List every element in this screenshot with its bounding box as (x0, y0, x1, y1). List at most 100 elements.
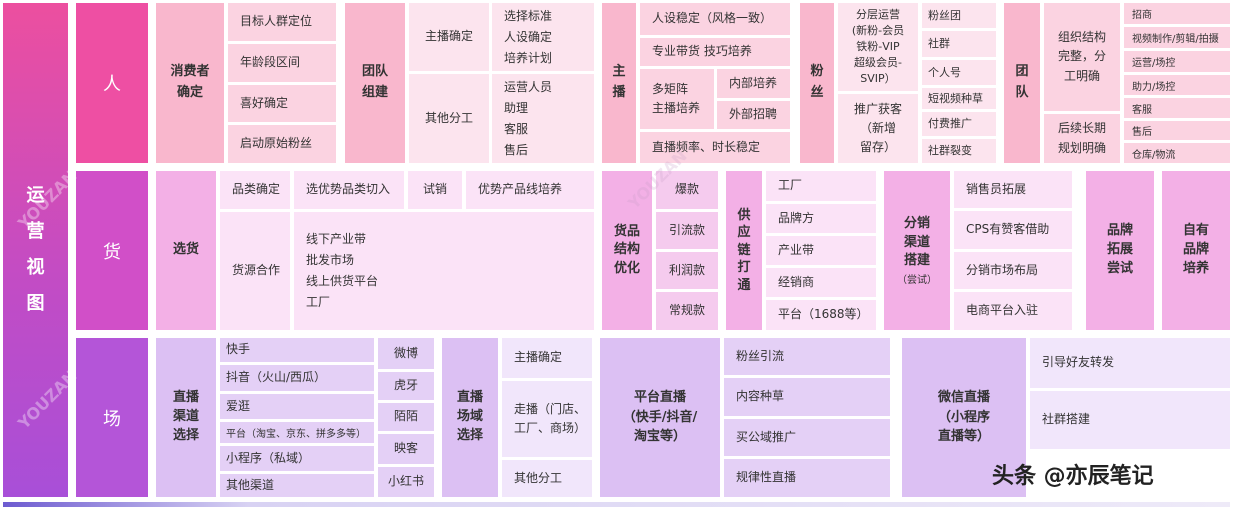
advantage-entry: 选优势品类切入 (294, 171, 404, 209)
supply-item: 品牌方 (766, 204, 876, 233)
fans-channel: 付费推广 (922, 112, 996, 136)
ops-staff: 运营人员 助理 客服 售后 (492, 74, 594, 163)
source-list: 线下产业带 批发市场 线上供货平台 工厂 (294, 212, 594, 330)
channel-item: 爱逛 (220, 394, 374, 419)
team-org: 组织结构 完整，分 工明确 (1044, 3, 1120, 111)
category-confirm: 品类确定 (220, 171, 290, 209)
row-label-field: 场 (76, 338, 148, 497)
fans-tiered: 分层运营 (新粉-会员 铁粉-VIP 超级会员- SVIP） (838, 3, 918, 91)
source-item: 批发市场 (306, 253, 355, 267)
other-division: 其他分工 (409, 74, 489, 163)
host-frequency: 直播频率、时长稳定 (640, 132, 790, 163)
standard-item: 人设确定 (504, 29, 553, 44)
host-matrix: 多矩阵 主播培养 (640, 69, 714, 129)
platform-live-item: 粉丝引流 (724, 338, 890, 375)
team-plan: 后续长期 规划明确 (1044, 114, 1120, 163)
distribution-item: 电商平台入驻 (954, 292, 1072, 330)
source-item: 工厂 (306, 295, 331, 309)
team-role: 运营/场控 (1124, 51, 1230, 72)
distribution-item: 分销市场布局 (954, 252, 1072, 289)
host-header: 主 播 (602, 3, 636, 163)
consumer-item: 启动原始粉丝 (228, 125, 336, 163)
structure-item: 引流款 (656, 212, 718, 249)
channel-item: 快手 (220, 338, 374, 362)
ops-item: 客服 (504, 121, 529, 136)
supply-item: 工厂 (766, 171, 876, 201)
channel-side-item: 陌陌 (378, 403, 434, 431)
fans-promo: 推广获客 （新增 留存） (838, 94, 918, 163)
wechat-live-header: 微信直播 （小程序 直播等） (902, 338, 1026, 497)
host-persona: 人设稳定（风格一致） (640, 3, 790, 35)
host-internal: 内部培养 (717, 69, 790, 98)
platform-live-item: 内容种草 (724, 378, 890, 416)
distribution-title: 分销 渠道 搭建 (903, 215, 930, 269)
structure-header: 货品 结构 优化 (602, 171, 652, 330)
product-line: 优势产品线培养 (466, 171, 594, 209)
supply-header: 供 应 链 打 通 (726, 171, 762, 330)
ops-item: 运营人员 (504, 79, 553, 94)
host-confirm: 主播确定 (409, 3, 489, 71)
consumer-header: 消费者 确定 (156, 3, 224, 163)
channel-item: 抖音（火山/西瓜） (220, 365, 374, 391)
ops-item: 售后 (504, 142, 529, 157)
venue-item: 主播确定 (502, 338, 592, 378)
team-role: 售后 (1124, 121, 1230, 140)
structure-item: 利润款 (656, 252, 718, 289)
team-role: 视频制作/剪辑/拍摄 (1124, 27, 1230, 48)
distribution-note: （尝试） (897, 275, 937, 287)
wechat-live-item: 引导好友转发 (1030, 338, 1230, 388)
venue-item: 走播（门店、 工厂、商场） (502, 381, 592, 457)
platform-live-item: 买公域推广 (724, 419, 890, 456)
footer-credit: 头条 @亦辰笔记 (992, 464, 1154, 489)
venue-select-header: 直播 场域 选择 (442, 338, 498, 497)
channel-select-header: 直播 渠道 选择 (156, 338, 216, 497)
host-external: 外部招聘 (717, 101, 790, 129)
supply-item: 经销商 (766, 268, 876, 297)
channel-item: 小程序（私域） (220, 446, 374, 471)
structure-item: 常规款 (656, 292, 718, 330)
source-item: 线下产业带 (306, 232, 367, 246)
team-build-header: 团队 组建 (345, 3, 405, 163)
consumer-item: 目标人群定位 (228, 3, 336, 41)
channel-item: 平台（淘宝、京东、拼多多等） (220, 422, 374, 443)
channel-side-item: 微博 (378, 338, 434, 369)
selection-standards: 选择标准 人设确定 培养计划 (492, 3, 594, 71)
fans-channel: 社群裂变 (922, 139, 996, 163)
source-cooperation: 货源合作 (220, 212, 290, 330)
consumer-item: 喜好确定 (228, 85, 336, 122)
distribution-header: 分销 渠道 搭建 （尝试） (884, 171, 950, 330)
team-header: 团 队 (1004, 3, 1040, 163)
standard-item: 培养计划 (504, 50, 553, 65)
wechat-live-item: 社群搭建 (1030, 391, 1230, 449)
distribution-item: 销售员拓展 (954, 171, 1072, 208)
team-role: 客服 (1124, 98, 1230, 118)
standard-item: 选择标准 (504, 8, 553, 23)
trial-sale: 试销 (408, 171, 462, 209)
select-goods-header: 选货 (156, 171, 216, 330)
venue-item: 其他分工 (502, 460, 592, 497)
distribution-item: CPS有赞客借助 (954, 211, 1072, 249)
team-role: 招商 (1124, 3, 1230, 24)
fans-header: 粉 丝 (800, 3, 834, 163)
row-label-goods: 货 (76, 171, 148, 330)
supply-item: 产业带 (766, 236, 876, 265)
structure-item: 爆款 (656, 171, 718, 209)
team-role: 助力/场控 (1124, 75, 1230, 95)
channel-item: 其他渠道 (220, 474, 374, 497)
channel-side-item: 虎牙 (378, 372, 434, 400)
row-label-people: 人 (76, 3, 148, 163)
fans-channel: 个人号 (922, 60, 996, 85)
fans-channel: 粉丝团 (922, 3, 996, 28)
ops-item: 助理 (504, 100, 529, 115)
host-pro: 专业带货 技巧培养 (640, 38, 790, 66)
fans-channel: 社群 (922, 31, 996, 57)
supply-item: 平台（1688等） (766, 300, 876, 330)
own-brand: 自有 品牌 培养 (1162, 171, 1230, 330)
brand-expand: 品牌 拓展 尝试 (1086, 171, 1154, 330)
source-item: 线上供货平台 (306, 274, 379, 288)
main-label-bar: 运 营 视 图 (3, 3, 68, 497)
team-role: 仓库/物流 (1124, 143, 1230, 163)
platform-live-item: 规律性直播 (724, 459, 890, 497)
channel-side-item: 映客 (378, 434, 434, 464)
platform-live-header: 平台直播 （快手/抖音/ 淘宝等） (600, 338, 720, 497)
